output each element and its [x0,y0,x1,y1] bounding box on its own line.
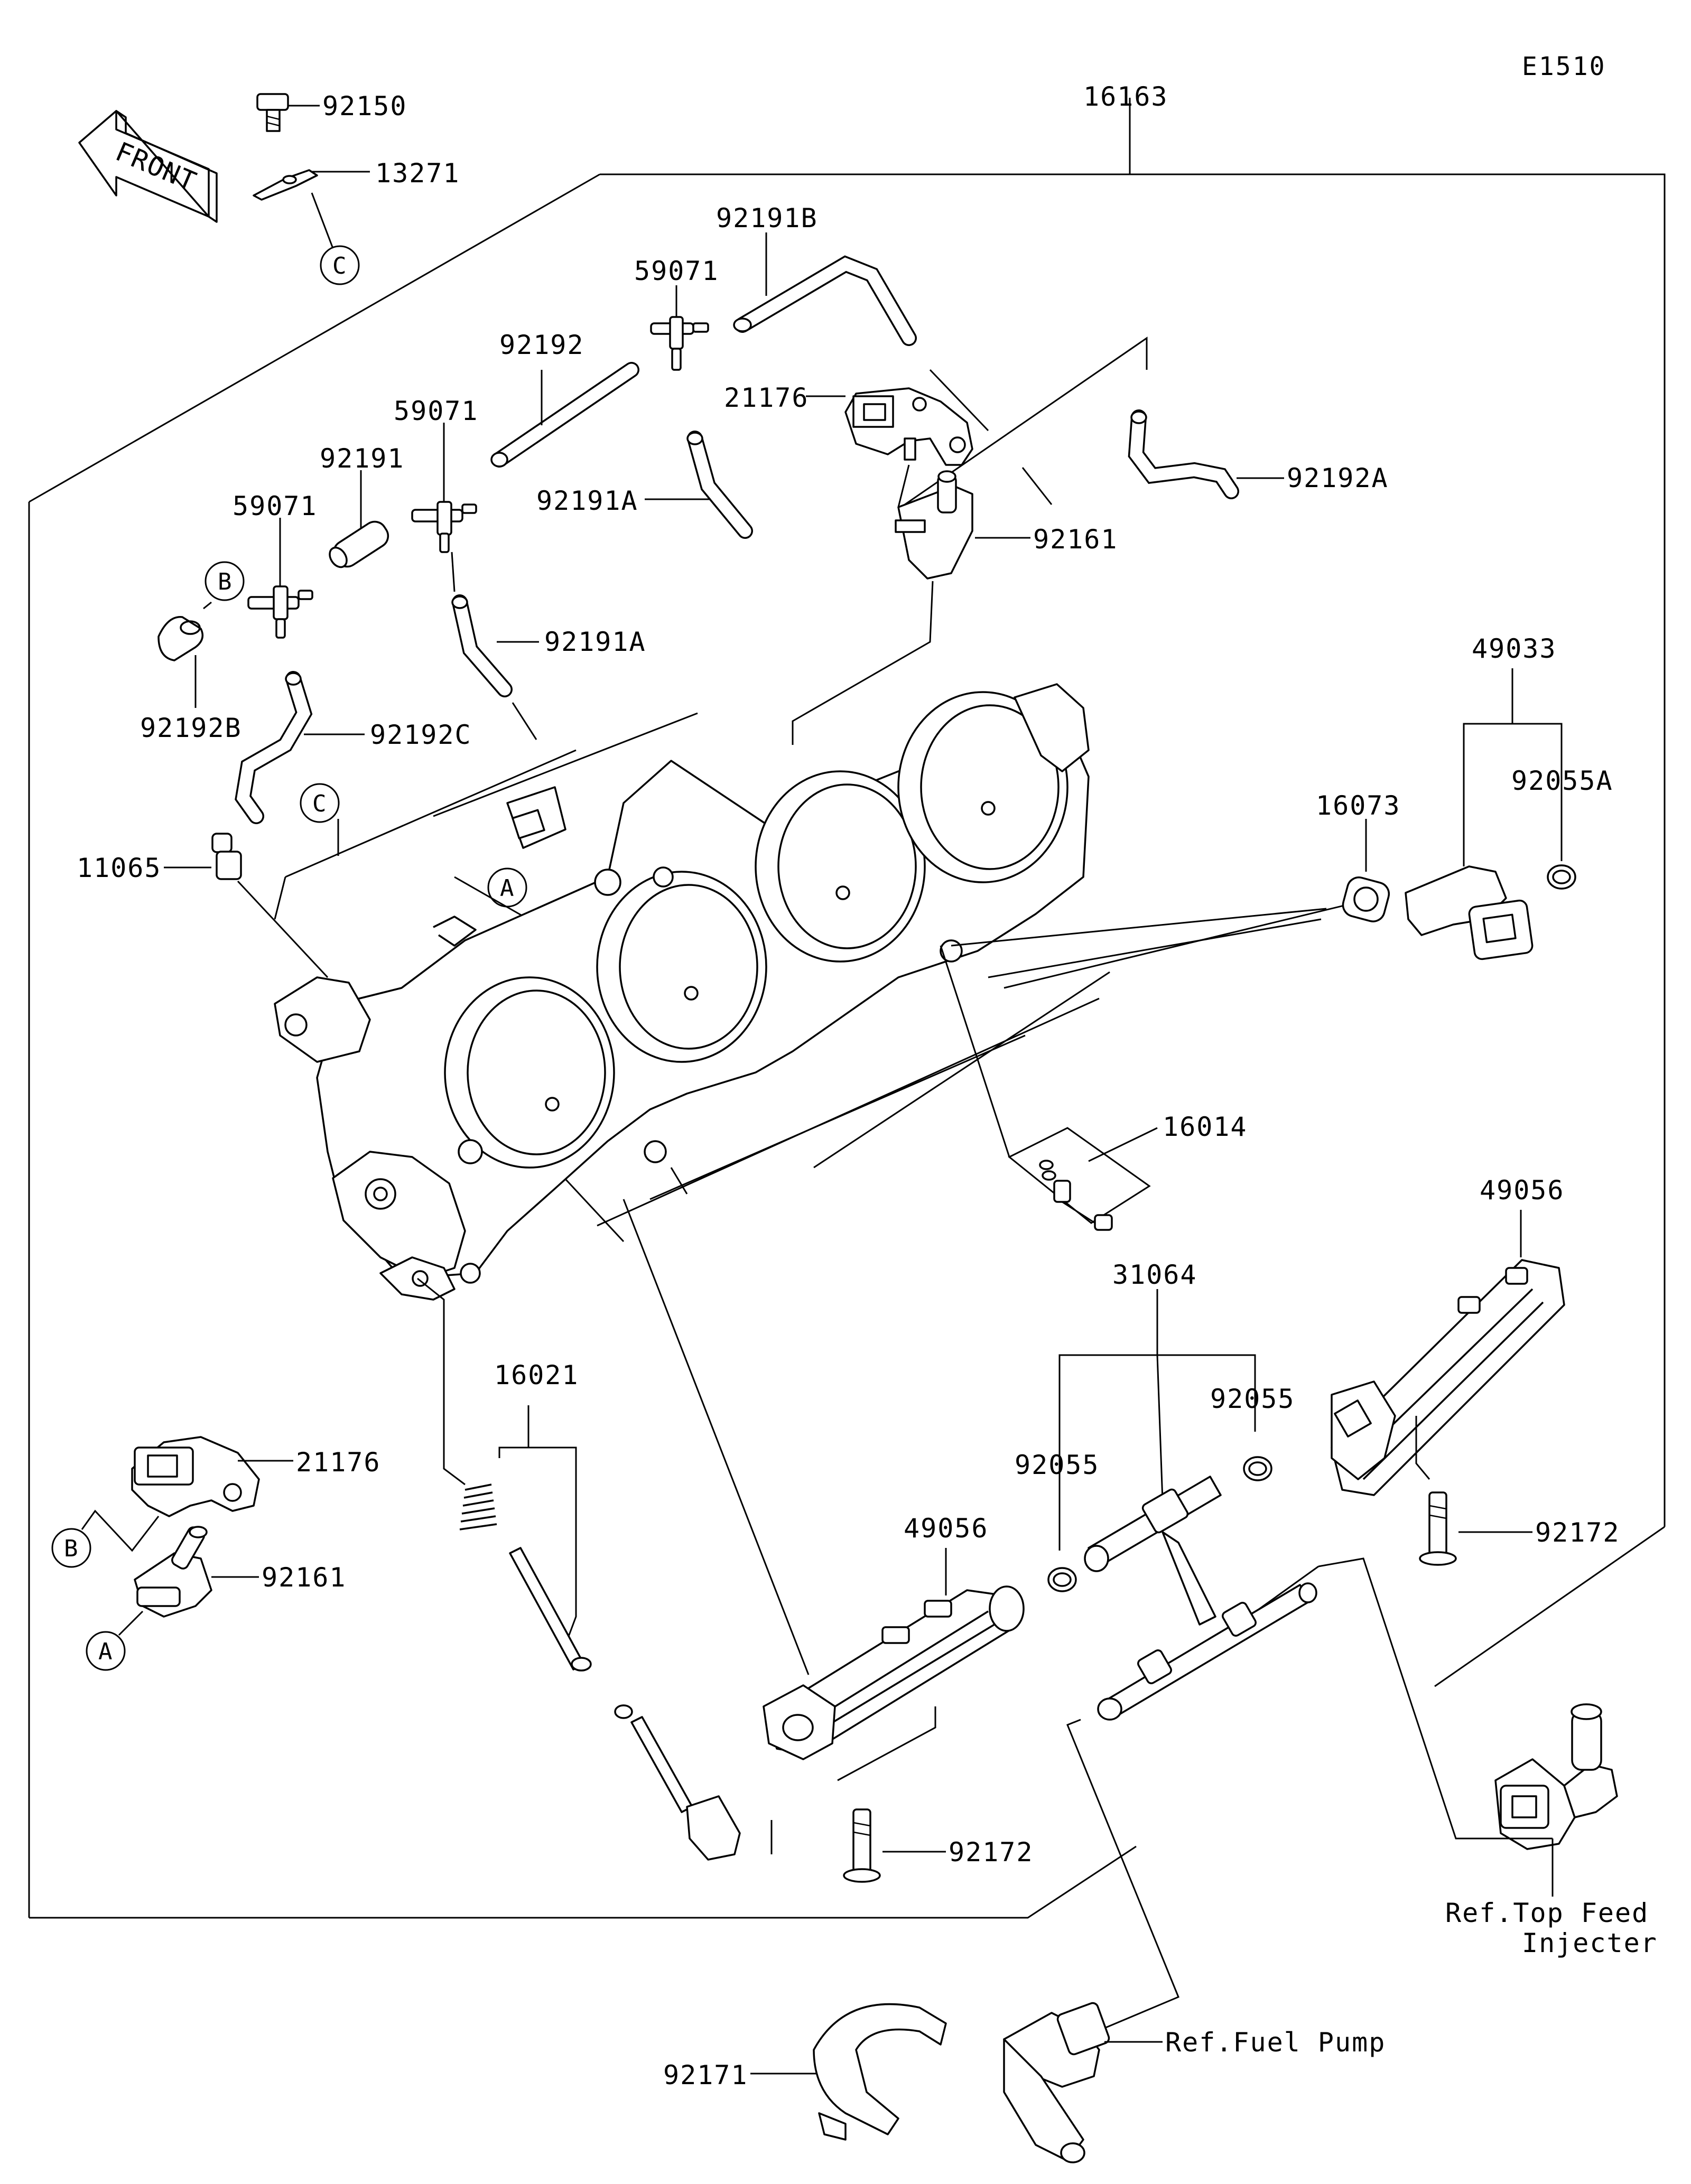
callout-c-top: C [332,253,347,279]
callout-c-mid: C [300,783,340,856]
part-label-92191a-top: 92191A [536,486,638,516]
callout-circle-b-top [205,561,245,601]
top-feed-injector-ref: Ref.Top Feed Injecter [1318,1557,1658,1958]
part-label-21176-top: 21176 [724,382,809,413]
diagram-code: E1510 [1522,52,1606,81]
sensor-92161-bottom: 92161 A [86,1526,347,1671]
tee-59071-mid: 59071 [394,396,479,553]
ref-top-feed-line2: Injecter [1522,1928,1658,1958]
frame-leaders-bottom [417,1199,810,1854]
part-label-31064: 31064 [1112,1259,1197,1290]
part-label-49056-left: 49056 [904,1513,989,1544]
part-label-16073: 16073 [1316,790,1401,821]
plate-13271: 13271 C [253,158,460,285]
hose-92191a-top: 92191A [536,431,753,539]
part-label-92191b: 92191B [716,203,818,234]
spring-shaft-16021: 16021 [459,1360,741,1861]
part-label-92150: 92150 [322,91,407,122]
part-label-16014: 16014 [1163,1112,1248,1142]
front-arrow-icon: FRONT [78,110,218,223]
part-label-92191: 92191 [320,443,405,474]
bolt-92172-left: 92172 [843,1808,1034,1883]
callout-b-top: B [218,568,232,595]
part-label-16021: 16021 [494,1360,579,1390]
part-label-92171: 92171 [663,2060,748,2090]
callout-a-mid: A [500,875,514,902]
part-label-59071-left: 59071 [233,491,318,521]
hose-92192c: 92192C [235,671,472,824]
sensor-21176-top: 21176 [724,382,973,508]
part-label-92192b: 92192B [140,713,242,743]
callout-a-bottom: A [98,1638,113,1665]
cap-11065: 11065 [77,833,329,978]
cap-92192b: B 92192B [140,561,245,743]
callout-b-bottom: B [64,1535,78,1562]
tee-59071-top: 59071 [634,256,719,371]
ref-fuel-pump: Ref.Fuel Pump [1165,2027,1386,2058]
part-label-49033: 49033 [1472,633,1557,664]
part-label-92055-right: 92055 [1210,1384,1295,1414]
callout-circle-a-bottom [86,1631,126,1671]
screw-set-16014: 16014 [940,945,1248,1231]
callout-circle-a-mid [487,867,527,908]
part-label-92055a: 92055A [1511,766,1613,796]
callout-circle-c-top [320,245,360,285]
part-label-92192: 92192 [499,330,584,360]
injector-49033: 16073 49033 92055A [951,633,1613,978]
part-label-13271: 13271 [375,158,460,189]
part-label-92172-right: 92172 [1535,1517,1620,1548]
part-label-59071-top: 59071 [634,256,719,286]
bolt-92172-right: 92172 [1419,1491,1620,1566]
hose-92191a-mid: 92191A [451,552,646,740]
assembly-label: 16163 [1083,81,1168,112]
part-label-92161-top: 92161 [1033,524,1118,555]
fuel-rail-49056-right: 49056 [1331,1175,1565,1496]
part-label-11065: 11065 [77,853,162,883]
hose-92191: 92191 [320,443,405,568]
sensor-92161-top: 92161 [792,470,1118,745]
fuel-rail-49056-left: 49056 [763,1513,1025,1781]
part-label-92192a: 92192A [1287,463,1389,493]
part-label-92192c: 92192C [370,720,472,750]
oring-92055-left: 92055 [1015,1450,1100,1592]
part-label-92191a-mid: 92191A [544,627,646,657]
part-label-21176-bottom: 21176 [296,1447,381,1478]
part-label-92161-bottom: 92161 [262,1562,347,1593]
hose-92192a: 92192A [1128,409,1389,499]
part-label-92172-left: 92172 [949,1837,1034,1868]
part-label-92055-left: 92055 [1015,1450,1100,1480]
fuel-pipe-31064: 31064 [1058,1259,1317,1721]
oring-92055-right: 92055 [1210,1384,1295,1481]
bolt-92150: 92150 [256,91,407,132]
callout-circle-b-bottom [51,1528,91,1568]
svg-text:C: C [312,790,327,817]
throttle-body-assembly: A [274,683,1353,1301]
part-label-59071-mid: 59071 [394,396,479,426]
tee-59071-left: 59071 [233,491,318,639]
hose-92192: 92192 [490,330,639,468]
ref-top-feed-line1: Ref.Top Feed [1445,1898,1649,1928]
fuel-pump-ref: Ref.Fuel Pump [1003,1719,1386,2163]
clip-92171: 92171 [663,2003,947,2141]
frame-leaders-top [900,337,1148,508]
hose-92191b: 92191B [716,203,989,432]
part-label-49056-right: 49056 [1480,1175,1565,1206]
sensor-21176-bottom: 21176 B [51,1436,381,1568]
